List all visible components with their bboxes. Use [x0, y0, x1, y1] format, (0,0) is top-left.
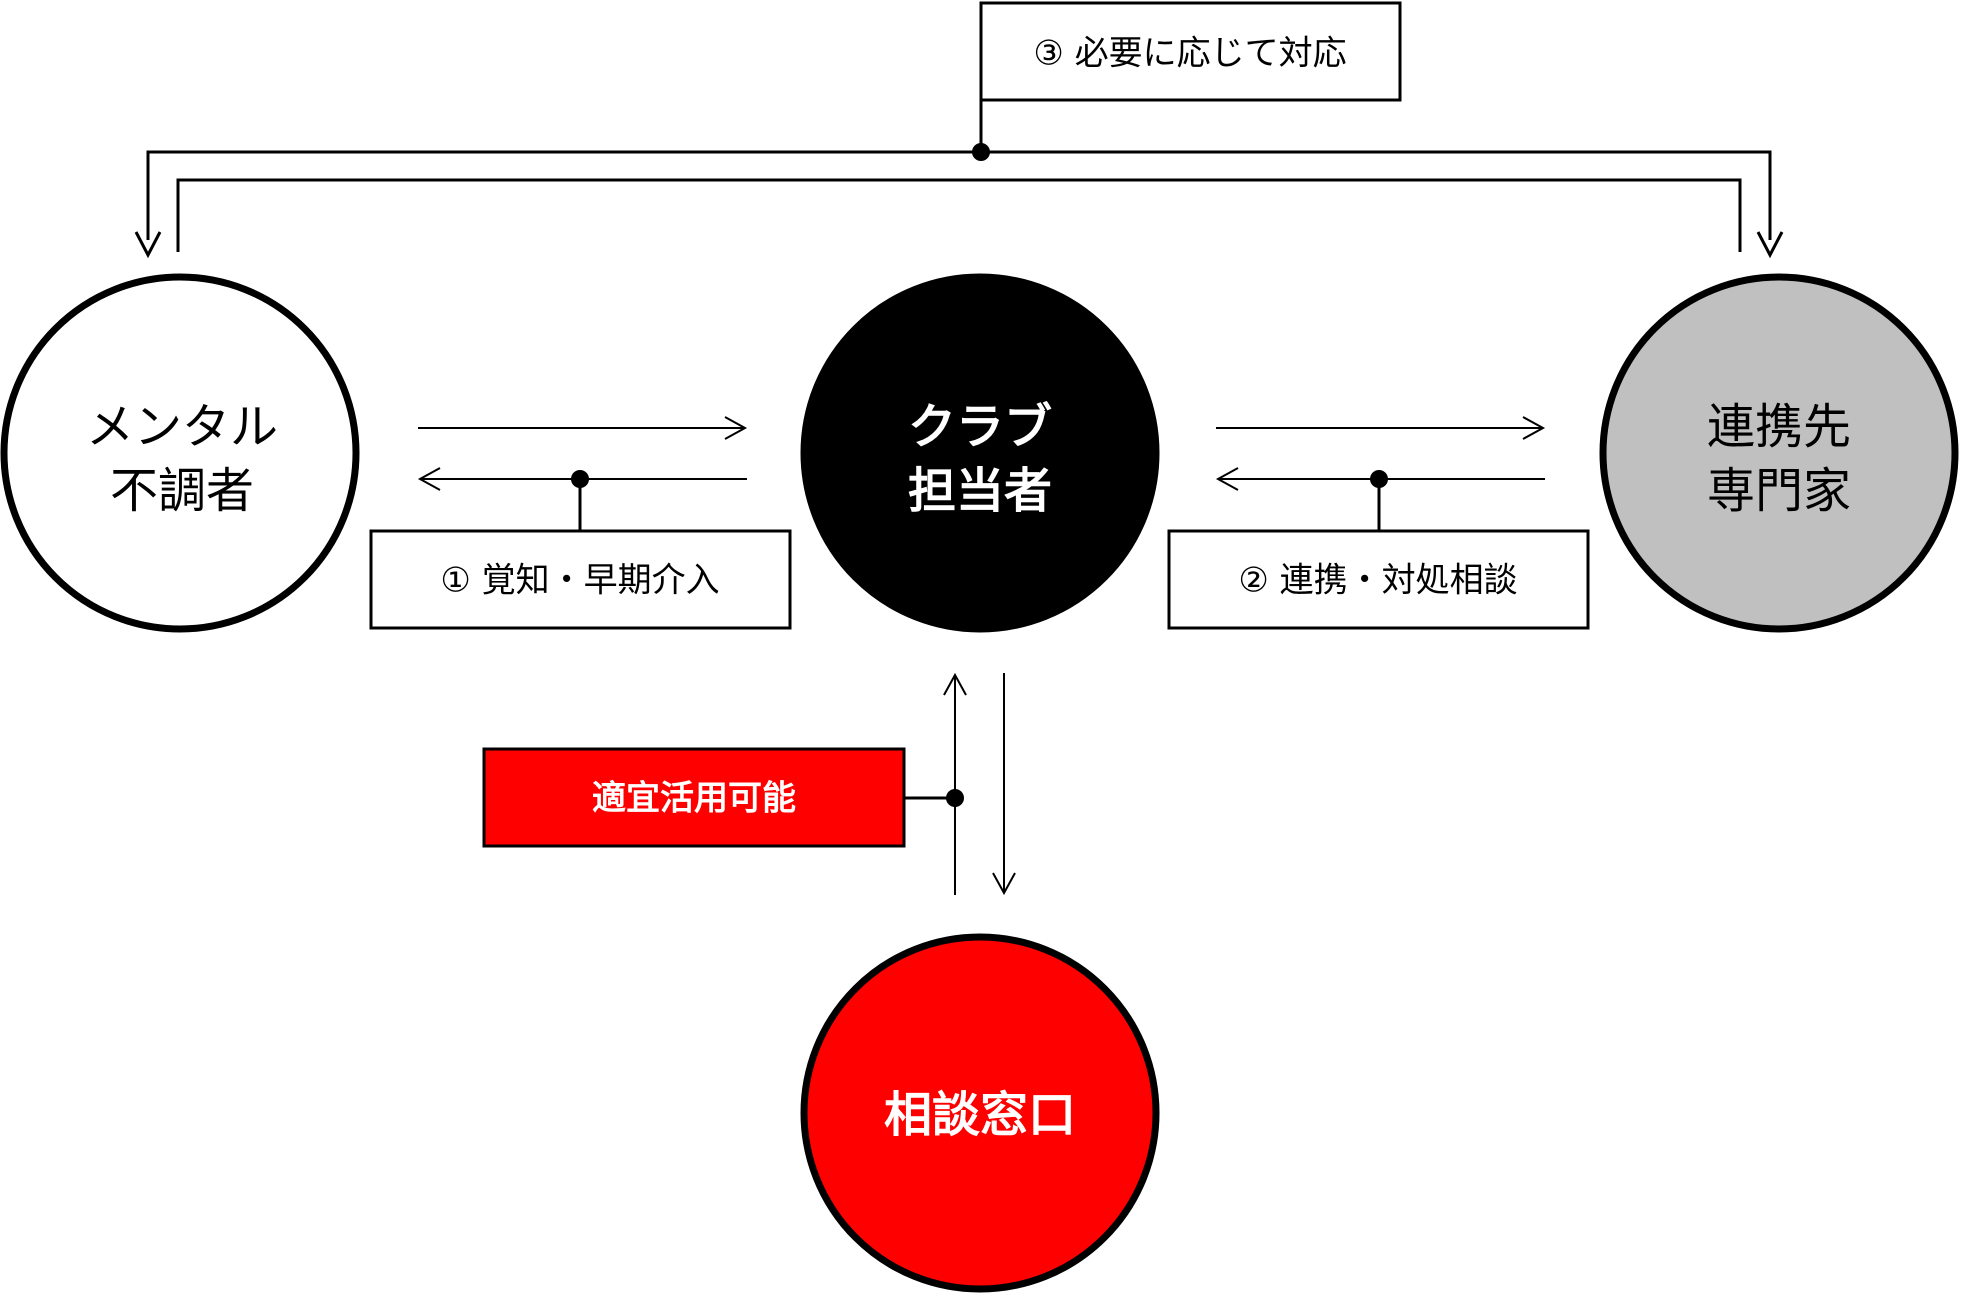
node-mental-line1: メンタル: [86, 399, 278, 455]
step2-label-box: ② 連携・対処相談: [1167, 529, 1590, 630]
arrowhead-to-partner: [1756, 231, 1784, 259]
step2-junction-dot: [1370, 470, 1388, 488]
step1-label-box: ① 覚知・早期介入: [369, 529, 792, 630]
available-label: 適宜活用可能: [592, 779, 796, 819]
node-partner-line2: 専門家: [1707, 463, 1851, 519]
step3-label-box: ③ 必要に応じて対応: [979, 1, 1402, 102]
arrowhead-to-mental: [134, 231, 162, 259]
node-club-line1: クラブ: [908, 399, 1052, 455]
available-junction-dot: [946, 789, 964, 807]
node-partner: 連携先 専門家: [1599, 273, 1959, 633]
step1-junction-dot: [571, 470, 589, 488]
loop-junction-dot: [972, 143, 990, 161]
node-mental: メンタル 不調者: [0, 273, 360, 633]
step3-label: ③ 必要に応じて対応: [1033, 34, 1346, 74]
club-consult-arrows: [904, 672, 1016, 896]
node-mental-line2: 不調者: [110, 463, 254, 519]
node-consult: 相談窓口: [800, 933, 1160, 1293]
node-club: クラブ 担当者: [800, 273, 1160, 633]
available-label-box: 適宜活用可能: [482, 747, 906, 848]
step2-label: ② 連携・対処相談: [1238, 561, 1517, 601]
step1-label: ① 覚知・早期介入: [440, 561, 719, 601]
feedback-loop-connector: [146, 100, 1772, 252]
node-club-line2: 担当者: [908, 463, 1052, 519]
loop-arrowheads: [134, 231, 1784, 259]
node-partner-line1: 連携先: [1707, 399, 1851, 455]
node-consult-line1: 相談窓口: [884, 1087, 1076, 1143]
